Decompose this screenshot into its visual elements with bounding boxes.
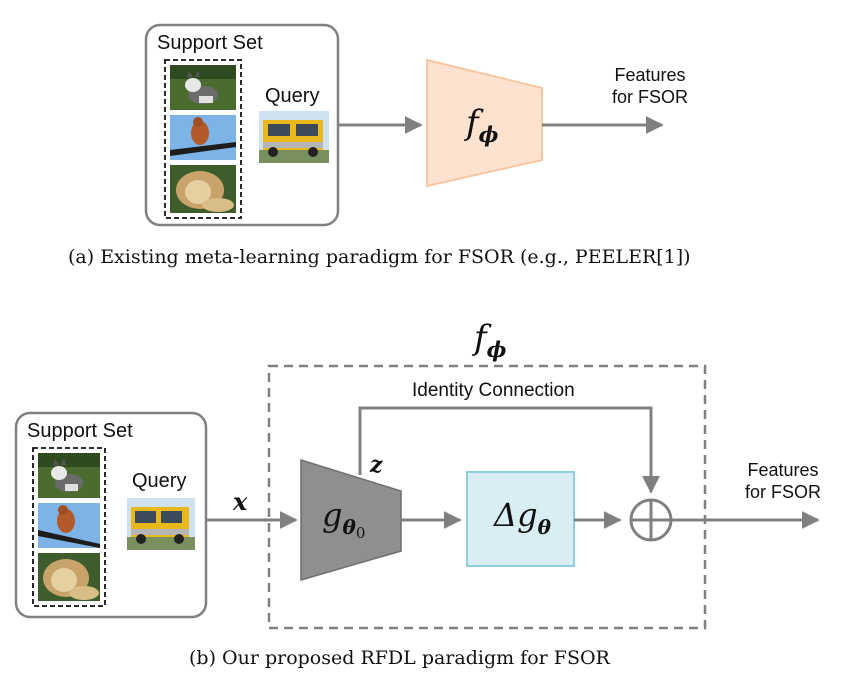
panel-b-fphi-label: fϕ (474, 318, 507, 362)
panel-b-output-label: Features for FSOR (733, 459, 833, 503)
support-image-husky-b (38, 453, 100, 498)
sum-operator-icon (629, 498, 673, 542)
panel-b-delta-box (466, 471, 575, 567)
panel-a-support-dashed-box (164, 59, 242, 219)
panel-a-query-label: Query (265, 85, 320, 107)
support-image-bird-b (38, 503, 100, 548)
panel-a-output-label: Features for FSOR (606, 64, 694, 108)
support-image-husky (170, 65, 236, 110)
panel-b-identity-label: Identity Connection (412, 380, 575, 401)
panel-b (14, 364, 820, 630)
panel-b-fphi-dashed-box (267, 364, 707, 630)
panel-a-output-line1: Features (614, 65, 686, 85)
panel-a-encoder-label: fϕ (466, 103, 499, 147)
panel-b-support-dashed-box (32, 447, 106, 607)
panel-b-query-label: Query (132, 470, 187, 492)
panel-b-encoder-g0 (300, 458, 402, 581)
support-image-lion-b (38, 553, 100, 601)
panel-a-output-line2: for FSOR (611, 87, 688, 107)
panel-a-support-set-label: Support Set (157, 32, 263, 54)
support-image-lion (170, 165, 236, 213)
panel-b-output-line2: for FSOR (744, 482, 821, 502)
panel-b-g0-label: gθ0 (322, 496, 366, 542)
panel-b-identity-connection (358, 406, 660, 494)
panel-b-x-label: x (233, 487, 248, 516)
panel-b-z-label: z (370, 452, 383, 478)
support-image-bird (170, 115, 236, 160)
query-image-truck (259, 111, 329, 163)
query-image-truck-b (127, 498, 195, 550)
panel-a (144, 23, 664, 227)
panel-b-delta-label: Δgθ (494, 496, 551, 539)
panel-a-encoder (426, 58, 543, 188)
panel-b-support-set-label: Support Set (27, 420, 133, 442)
panel-b-caption: (b) Our proposed RFDL paradigm for FSOR (189, 647, 610, 669)
panel-a-caption: (a) Existing meta-learning paradigm for … (68, 246, 691, 268)
panel-b-output-line1: Features (747, 460, 819, 480)
